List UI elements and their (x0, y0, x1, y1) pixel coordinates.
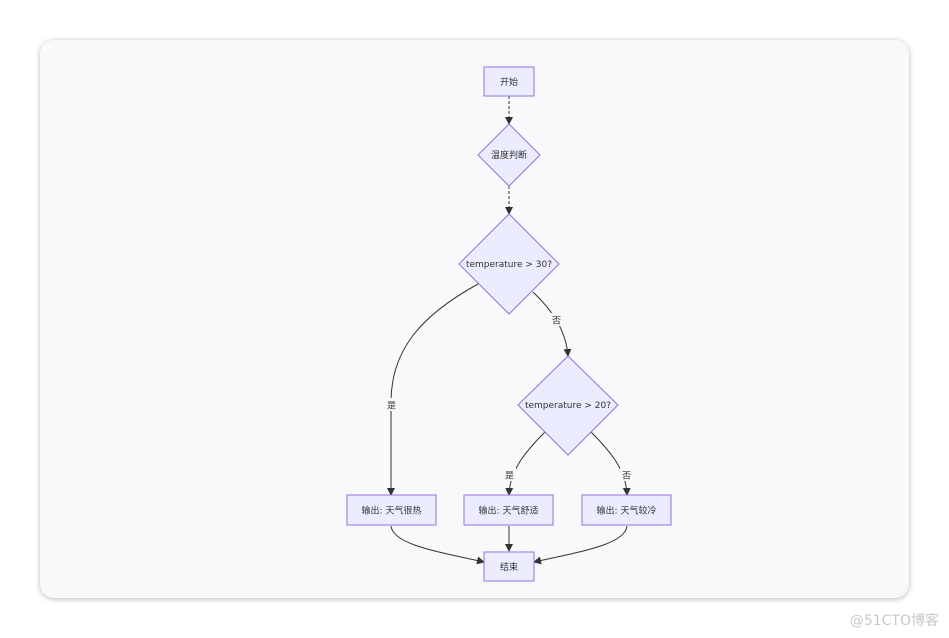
svg-text:开始: 开始 (500, 76, 518, 88)
edge-cool-to-end (533, 525, 628, 565)
svg-text:输出: 天气舒适: 输出: 天气舒适 (479, 505, 539, 517)
edge-label-cond20-no: 否 (622, 471, 631, 482)
node-cond-30: temperature > 30? (458, 213, 560, 315)
svg-text:输出: 天气很热: 输出: 天气很热 (362, 505, 422, 517)
node-cond-20: temperature > 20? (517, 355, 619, 456)
edge-cond20-yes (505, 431, 546, 496)
node-temp-check: 温度判断 (477, 123, 541, 187)
edge-cond20-no (590, 431, 631, 496)
svg-text:temperature > 30?: temperature > 30? (466, 260, 552, 270)
svg-text:temperature > 20?: temperature > 20? (525, 401, 611, 411)
node-out-cool: 输出: 天气较冷 (581, 494, 672, 526)
edge-label-cond20-yes: 是 (505, 471, 514, 482)
node-out-comfy: 输出: 天气舒适 (463, 494, 554, 526)
edge-cond30-yes (387, 283, 479, 496)
svg-text:结束: 结束 (500, 561, 518, 573)
svg-text:输出: 天气较冷: 输出: 天气较冷 (597, 505, 657, 517)
edge-labels: 是 否 是 否 (385, 313, 633, 482)
nodes: 开始 温度判断 temperature > 30? temperature > … (346, 66, 672, 582)
watermark: @51CTO博客 (849, 613, 939, 629)
node-start: 开始 (483, 66, 535, 97)
edge-label-cond30-no: 否 (552, 316, 561, 327)
svg-text:温度判断: 温度判断 (491, 149, 527, 161)
edge-label-cond30-yes: 是 (387, 401, 396, 412)
node-end: 结束 (483, 551, 535, 582)
node-out-hot: 输出: 天气很热 (346, 494, 437, 526)
edge-hot-to-end (390, 525, 485, 565)
